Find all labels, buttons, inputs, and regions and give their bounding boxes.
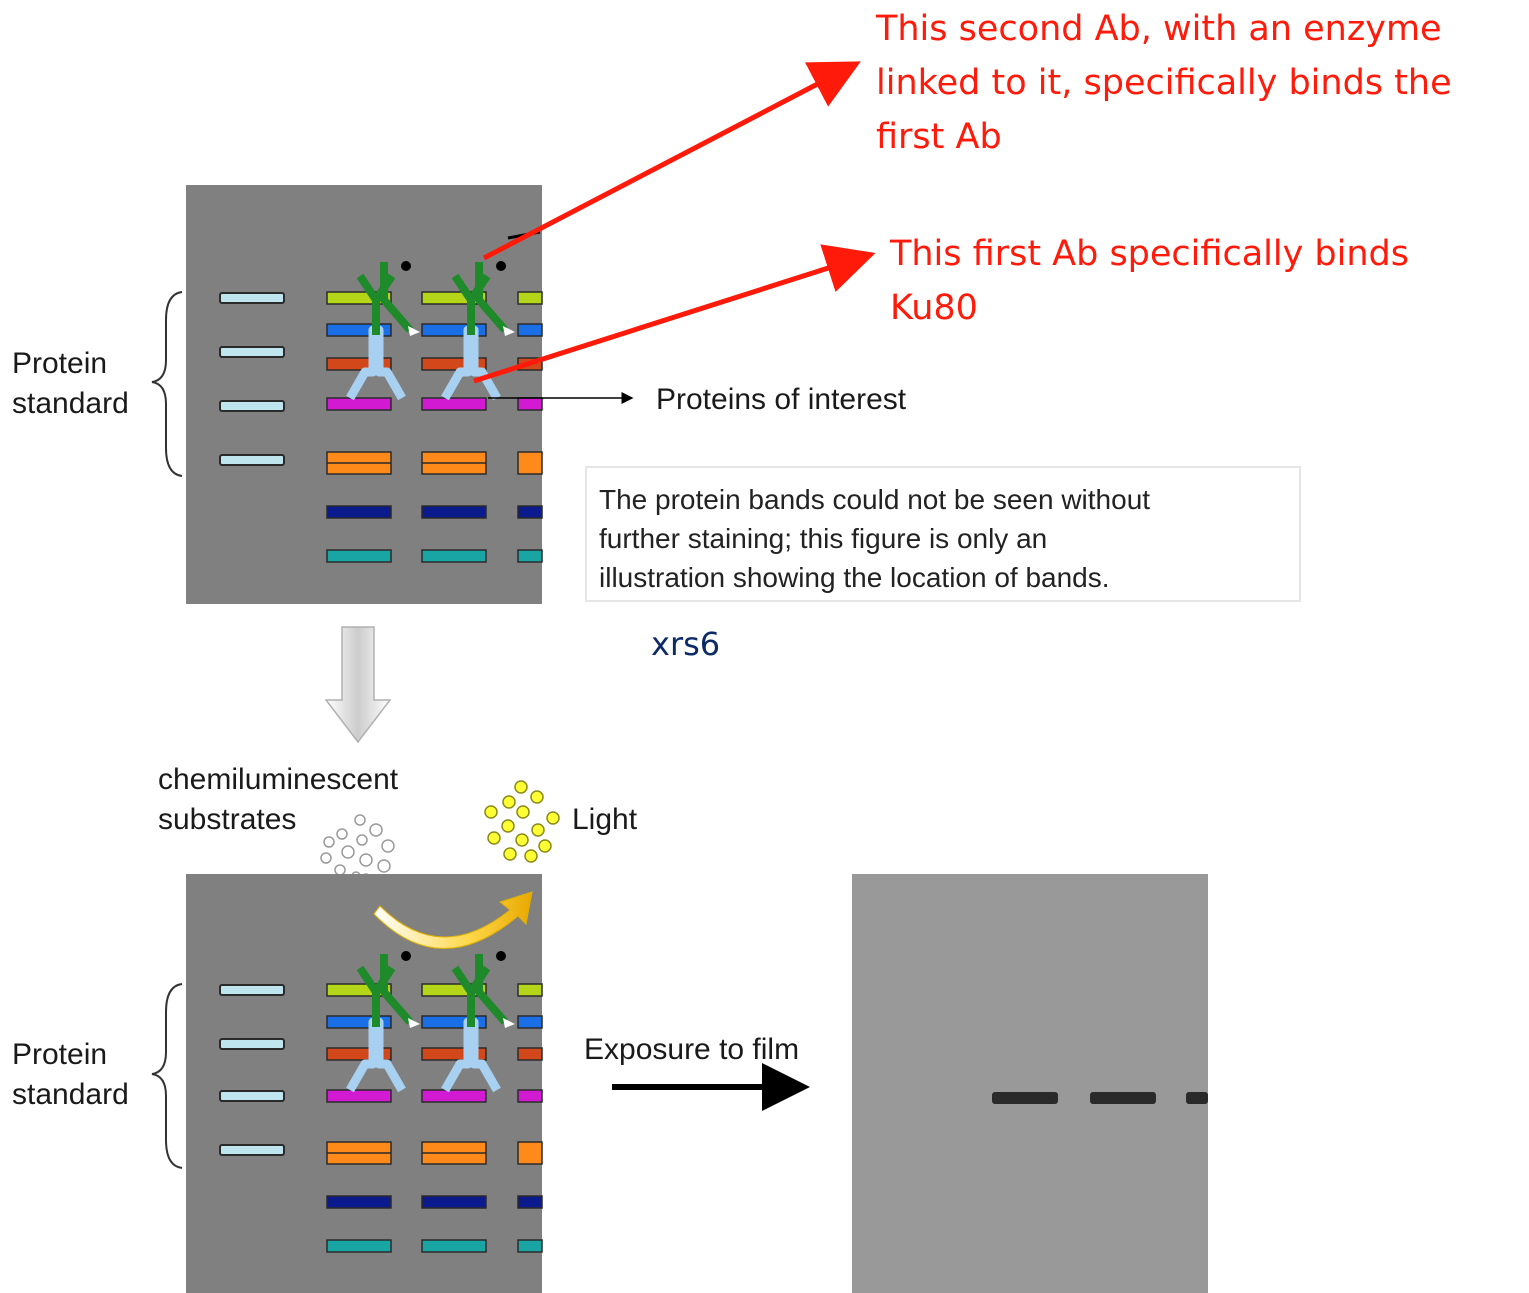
- second-ab-line-3: first Ab: [876, 117, 1002, 157]
- light-emission-arrow: [373, 891, 533, 949]
- second-ab-arrow: [482, 61, 861, 261]
- protein-standard-top-line-1: Protein: [12, 347, 108, 380]
- note-line-1: The protein bands could not be seen with…: [599, 484, 1151, 515]
- staining-note-box: The protein bands could not be seen with…: [585, 466, 1301, 602]
- bottom-secondary-antibody-1: [356, 951, 420, 1028]
- bottom-brace: [151, 983, 183, 1169]
- top-secondary-antibody-2: [451, 261, 515, 336]
- top-standard-bands: [219, 292, 285, 466]
- top-gel: [186, 185, 542, 604]
- protein-standard-top-line-2: standard: [12, 387, 129, 420]
- proteins-of-interest-label: Proteins of interest: [656, 383, 907, 416]
- exposure-label: Exposure to film: [584, 1033, 800, 1066]
- first-ab-arrow: [473, 244, 876, 384]
- bottom-standard-bands: [219, 984, 285, 1156]
- second-ab-annotation: This second Ab, with an enzyme linked to…: [876, 2, 1452, 164]
- top-brace: [151, 291, 183, 477]
- chemiluminescent-label: chemiluminescent substrates: [158, 760, 398, 840]
- protein-standard-label-top: Protein standard: [12, 344, 129, 424]
- protein-standard-bottom-line-1: Protein: [12, 1038, 108, 1071]
- film-bands: [992, 1092, 1208, 1104]
- first-ab-line-1: This first Ab specifically binds: [890, 234, 1410, 274]
- bottom-gel: [186, 874, 542, 1293]
- note-line-3: illustration showing the location of ban…: [599, 562, 1110, 593]
- bottom-secondary-antibody-2: [451, 951, 515, 1028]
- light-label: Light: [572, 803, 638, 836]
- protein-standard-label-bottom: Protein standard: [12, 1035, 129, 1115]
- protein-standard-bottom-line-2: standard: [12, 1078, 129, 1111]
- chemiluminescent-line-2: substrates: [158, 803, 297, 836]
- light-circles: [484, 780, 560, 863]
- second-ab-line-2: linked to it, specifically binds the: [876, 63, 1452, 103]
- note-line-2: further staining; this figure is only an: [599, 523, 1048, 554]
- sample-label: xrs6: [651, 625, 721, 663]
- top-secondary-antibody-1: [356, 261, 420, 336]
- film: [852, 874, 1208, 1293]
- first-ab-line-2: Ku80: [890, 288, 978, 328]
- chemiluminescent-line-1: chemiluminescent: [158, 763, 399, 796]
- first-ab-annotation: This first Ab specifically binds Ku80: [890, 227, 1409, 335]
- second-ab-line-1: This second Ab, with an enzyme: [876, 9, 1442, 49]
- substrate-circles: [320, 814, 395, 883]
- down-arrow: [324, 626, 392, 744]
